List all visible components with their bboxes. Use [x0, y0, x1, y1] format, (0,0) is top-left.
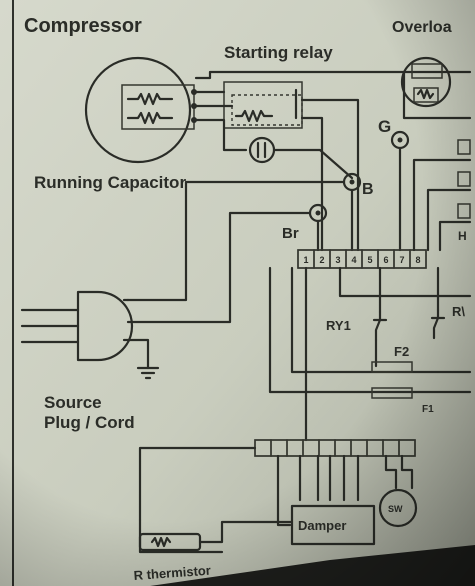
compressor-label: Compressor — [24, 15, 142, 37]
terminal-cell-label: 7 — [399, 255, 404, 265]
heater-label: H — [458, 229, 467, 243]
f1-label: F1 — [422, 404, 434, 415]
ry-right-label: R\ — [452, 304, 465, 319]
terminal-cell-label: 4 — [351, 255, 356, 265]
b-terminal-label: B — [362, 181, 374, 198]
terminal-cell-label: 2 — [319, 255, 324, 265]
terminal-cell-label: 1 — [303, 255, 308, 265]
terminal-cell-label: 6 — [383, 255, 388, 265]
terminal-cell-label: 5 — [367, 255, 372, 265]
overload-label: Overloa — [392, 19, 452, 36]
terminal-cell-label: 3 — [335, 255, 340, 265]
g-terminal-label: G — [378, 117, 391, 136]
starting-relay-label: Starting relay — [224, 43, 333, 62]
terminal-cell-label: 8 — [415, 255, 420, 265]
svg-text:SW: SW — [388, 504, 403, 514]
br-terminal-label: Br — [282, 225, 299, 242]
f2-label: F2 — [394, 344, 409, 359]
ry1-label: RY1 — [326, 318, 351, 333]
damper-label: Damper — [298, 518, 346, 533]
plug-cord-label: Plug / Cord — [44, 413, 135, 432]
source-label: Source — [44, 393, 102, 412]
running-capacitor-label: Running Capacitor — [34, 173, 186, 192]
